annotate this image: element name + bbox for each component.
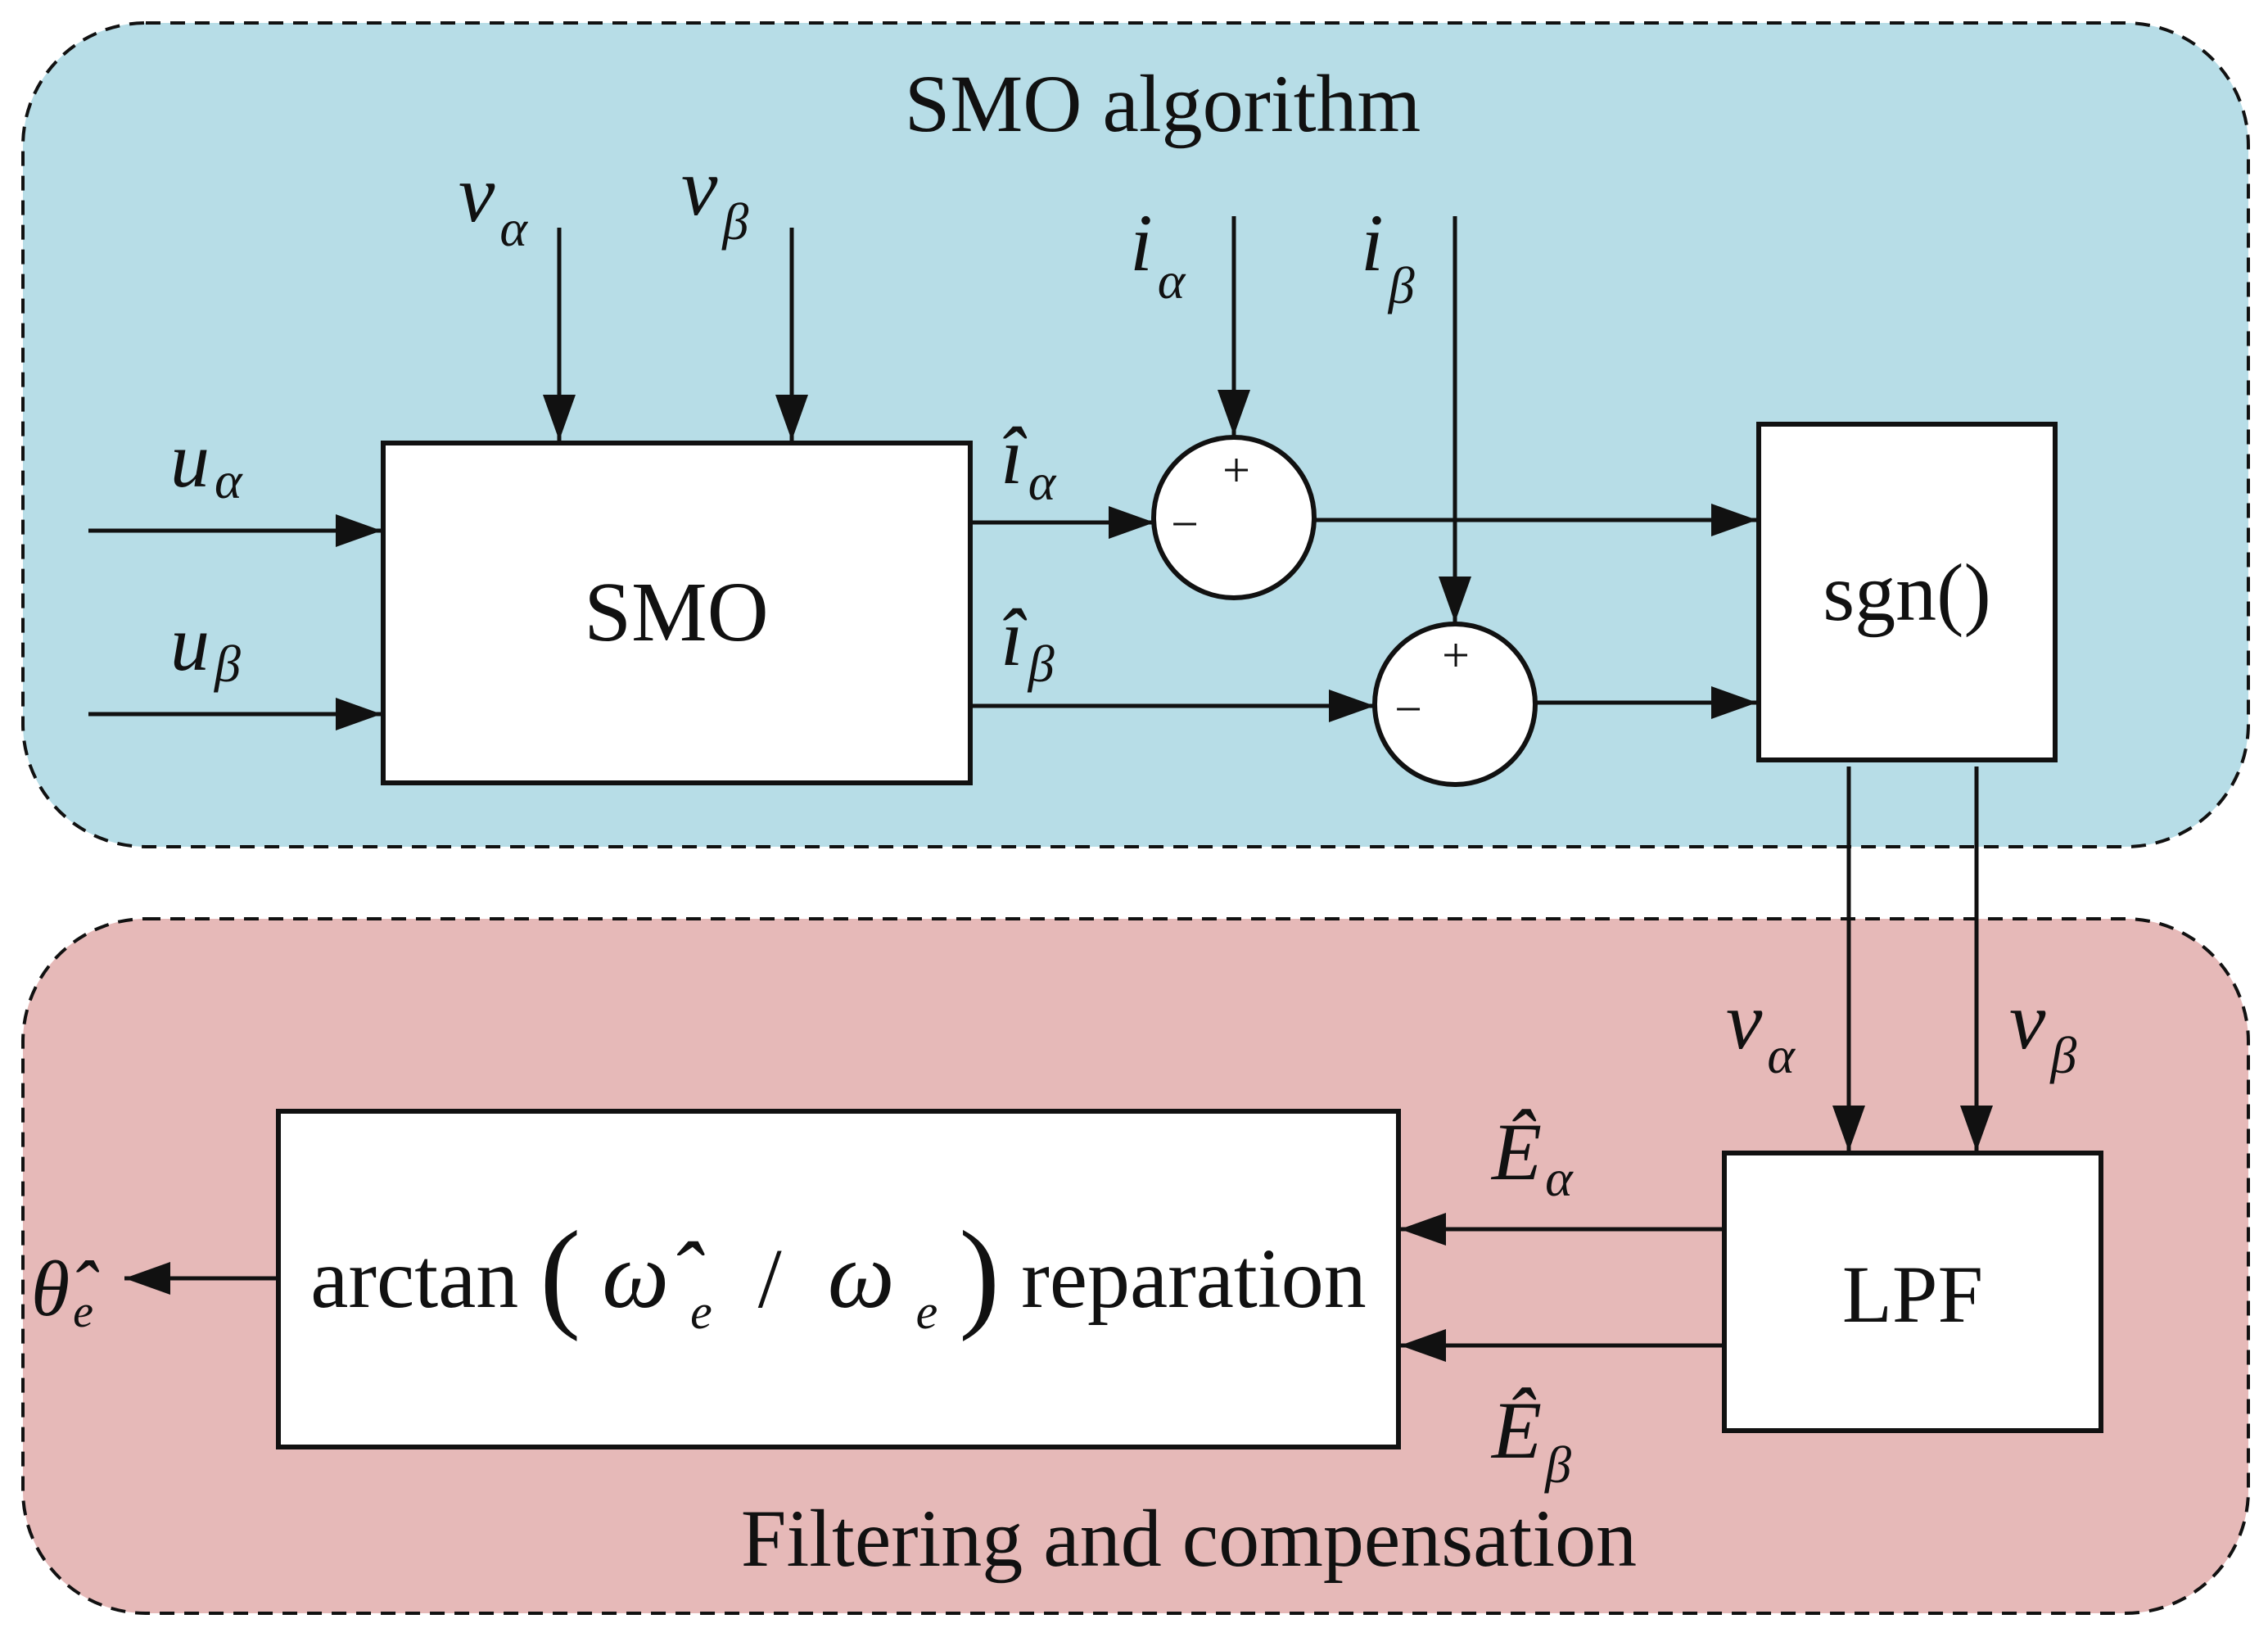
arctan-block-label: arctan ( ω̂ e / ω e ) reparation <box>310 1206 1366 1347</box>
i-alpha-label: iα <box>1130 197 1186 310</box>
sgn-block-label: sgn() <box>1823 547 1991 638</box>
arctan-prefix: arctan <box>310 1232 518 1326</box>
sum-beta-minus: − <box>1394 682 1422 736</box>
v-alpha-label: vα <box>459 148 528 257</box>
filtering-compensation-title: Filtering and compensation <box>741 1493 1637 1584</box>
arctan-lparen: ( <box>540 1206 581 1342</box>
i-beta-label: iβ <box>1361 197 1415 314</box>
smo-algorithm-title: SMO algorithm <box>905 58 1421 149</box>
ihat-alpha-label: îα <box>1001 410 1057 511</box>
lpf-block-label: LPF <box>1842 1249 1983 1340</box>
ihat-beta-label: îβ <box>1001 592 1055 693</box>
arctan-den-sub: e <box>916 1285 938 1339</box>
smo-block-label: SMO <box>584 565 768 659</box>
arctan-den-symbol: ω <box>828 1223 895 1328</box>
u-alpha-label: uα <box>170 416 243 509</box>
u-beta-label: uβ <box>170 599 241 693</box>
arctan-block: arctan ( ω̂ e / ω e ) reparation <box>276 1109 1401 1449</box>
v-beta-label: vβ <box>681 142 748 251</box>
e-alpha-label: Êα <box>1490 1106 1574 1207</box>
sum-alpha-plus: + <box>1222 443 1250 497</box>
sum-beta-plus: + <box>1442 628 1470 682</box>
smo-block: SMO <box>381 441 973 785</box>
v-beta-output-label: vβ <box>2009 975 2076 1084</box>
v-alpha-output-label: vα <box>1726 975 1796 1084</box>
e-beta-label: Êβ <box>1490 1385 1571 1494</box>
arctan-suffix: reparation <box>1021 1232 1367 1326</box>
summing-junction-beta: + − <box>1372 622 1538 787</box>
sgn-block: sgn() <box>1756 422 2058 762</box>
lpf-block: LPF <box>1722 1151 2103 1433</box>
arctan-rparen: ) <box>959 1206 1000 1342</box>
sum-alpha-minus: − <box>1171 497 1199 551</box>
summing-junction-alpha: + − <box>1151 435 1317 600</box>
arctan-slash: / <box>758 1232 782 1326</box>
arctan-num-sub: e <box>690 1285 712 1339</box>
